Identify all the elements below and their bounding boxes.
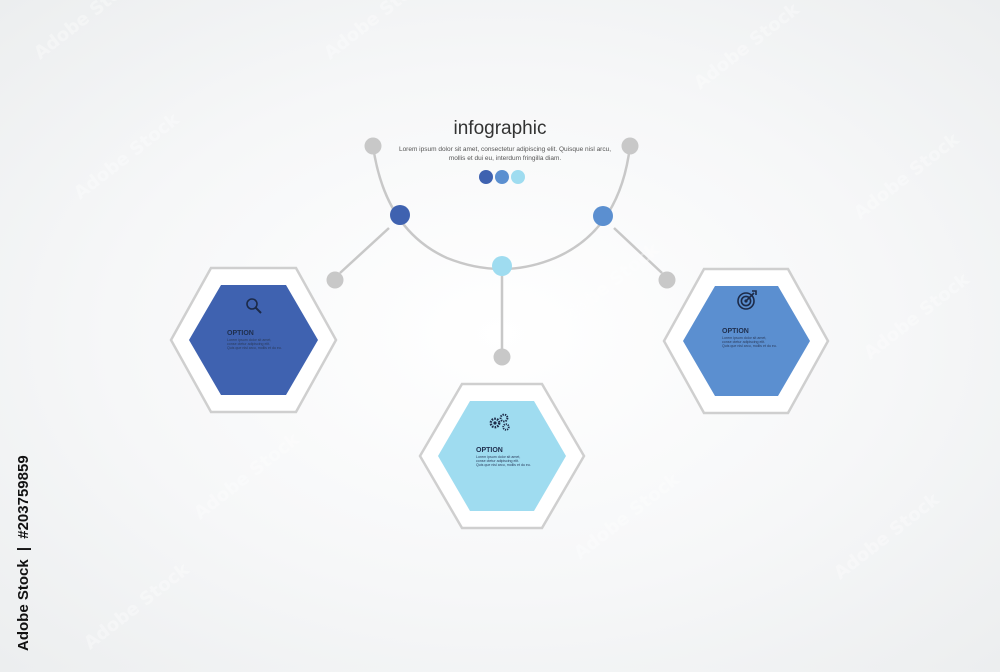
svg-text:Adobe Stock: Adobe Stock [320,0,434,64]
option-text-center-line3: Quis que nisl arcu, mollis et du eu. [476,463,531,467]
branch-end-dot-left [326,271,344,289]
stock-separator: | [15,547,32,551]
option-label-right: OPTION [722,328,749,335]
option-text-center-line1: Lorem ipsum dolor sit amet, [476,455,520,459]
gears-icon [489,413,510,431]
page-subtitle: Lorem ipsum dolor sit amet, consectetur … [395,145,615,163]
option-text-right-line1: Lorem ipsum dolor sit amet, [722,336,766,340]
page-title: infographic [453,118,547,139]
node-dot-light-blue [492,256,512,276]
connector-arc [371,145,632,271]
option-card-left: OPTION Lorem ipsum dolor sit amet, conse… [169,266,338,414]
option-text-right-line2: conse ctetur adipiscing elit. [722,340,765,344]
option-text-center-line2: conse ctetur adipiscing elit. [476,459,519,463]
option-label-center: OPTION [476,447,503,454]
node-dot-mid-blue [593,206,613,226]
node-dot-dark-blue [390,205,410,225]
branch-end-dot-right [658,271,676,289]
svg-text:Adobe Stock: Adobe Stock [850,128,964,223]
branch-end-dot-center [493,348,511,366]
option-text-left-line1: Lorem ipsum dolor sit amet, [227,338,271,342]
legend-dot-dark-blue [479,170,493,184]
option-card-right: OPTION Lorem ipsum dolor sit amet, conse… [662,267,830,415]
arc-end-dot-left [364,137,382,155]
svg-text:Adobe Stock: Adobe Stock [190,428,304,523]
target-icon [737,290,757,310]
hexagon-fill-left [189,285,318,395]
svg-text:Adobe Stock: Adobe Stock [570,468,684,563]
svg-text:Adobe Stock: Adobe Stock [830,488,944,583]
option-label-left: OPTION [227,330,254,337]
option-text-left-line2: conse ctetur adipiscing elit. [227,342,270,346]
option-card-center: OPTION Lorem ipsum dolor sit amet, conse… [418,382,586,530]
svg-text:Adobe Stock: Adobe Stock [690,0,804,94]
magnifier-icon [246,298,262,314]
legend-dot-mid-blue [495,170,509,184]
svg-text:Adobe Stock | #203: Adobe Stock | #203759859 [15,455,32,651]
subtitle-line-1: Lorem ipsum dolor sit amet, consectetur … [398,146,612,153]
subtitle-line-2: mollis et dui eu, interdum fringilla dia… [448,155,562,162]
hexagon-fill-center [438,401,566,511]
svg-text:Adobe Stock: Adobe Stock [80,558,194,653]
option-text-right-line3: Quis que nisl arcu, mollis et du eu. [722,344,777,348]
svg-text:Adobe Stock: Adobe Stock [30,0,144,64]
legend-dot-light-blue [511,170,525,184]
arc-end-dot-right [621,137,639,155]
stock-id-number: #203759859 [15,455,32,538]
connector-right [613,227,663,274]
stock-brand-text: Adobe Stock [15,559,32,651]
svg-text:Adobe Stock: Adobe Stock [70,108,184,203]
svg-text:Adobe Stock: Adobe Stock [860,268,974,363]
stock-id-label: Adobe Stock | #203759859 [15,455,32,651]
connector-left [339,227,390,274]
hexagon-fill-right [683,286,810,396]
option-text-left-line3: Quis que nisl arcu, mollis et du eu. [227,346,282,350]
